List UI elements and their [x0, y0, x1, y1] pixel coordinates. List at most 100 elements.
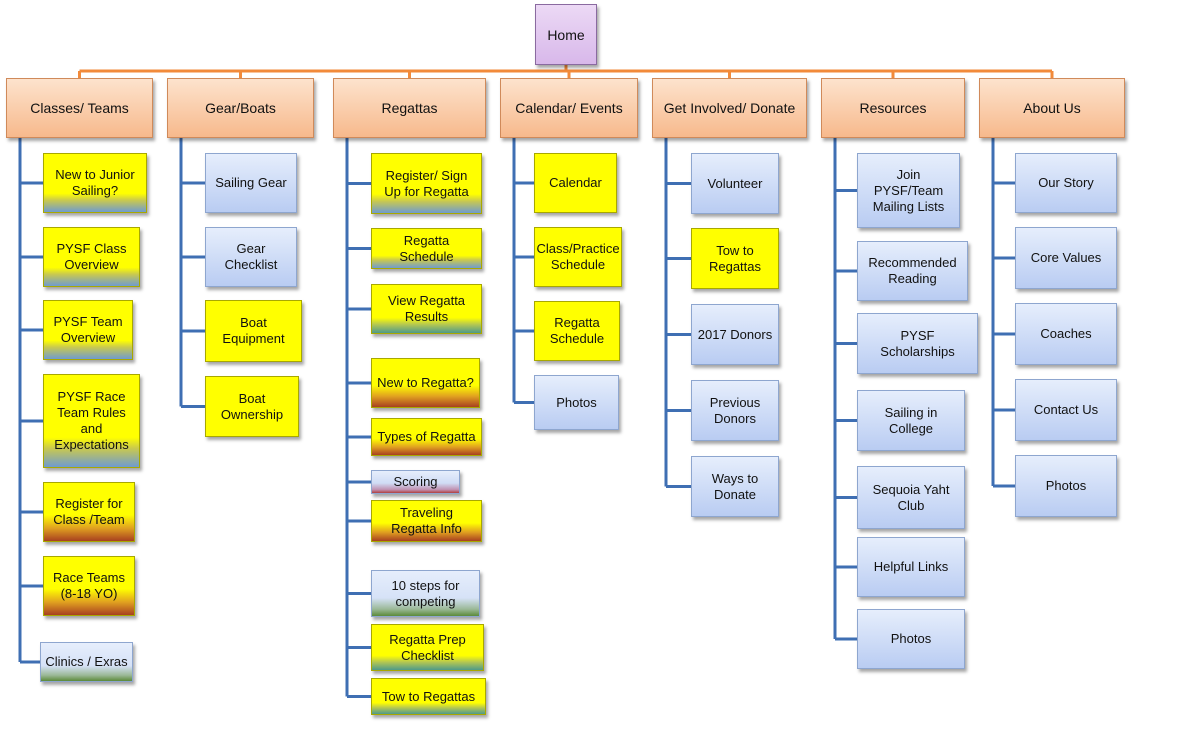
header-gear-boats[interactable]: Gear/Boats [167, 78, 314, 138]
item-label: New to Junior Sailing? [55, 167, 135, 198]
item-race-teams[interactable]: Race Teams (8-18 YO) [43, 556, 135, 616]
header-label: Gear/Boats [205, 100, 276, 116]
item-label: Recommended Reading [868, 255, 957, 286]
header-label: Regattas [381, 100, 438, 116]
item-label: 10 steps for competing [391, 577, 460, 609]
item-label: Coaches [1040, 326, 1092, 341]
item-traveling-regatta-info[interactable]: Traveling Regatta Info [371, 500, 482, 542]
item-new-to-junior-sailing[interactable]: New to Junior Sailing? [43, 153, 147, 213]
item-pysf-race-team-rules[interactable]: PYSF Race Team Rules and Expectations [43, 374, 140, 468]
item-label: Calendar [549, 175, 602, 190]
item-label: Ways to Donate [711, 470, 759, 502]
item-label: Traveling Regatta Info [391, 505, 462, 536]
header-get-involved-donate[interactable]: Get Involved/ Donate [652, 78, 807, 138]
item-our-story[interactable]: Our Story [1015, 153, 1117, 213]
header-regattas[interactable]: Regattas [333, 78, 486, 138]
home-label: Home [547, 26, 585, 43]
item-label: PYSF Team Overview [53, 314, 123, 345]
item-label: Boat Equipment [222, 315, 285, 346]
item-label: Regatta Prep Checklist [389, 631, 466, 663]
item-tow-to-regattas-donate[interactable]: Tow to Regattas [691, 228, 779, 289]
header-label: Resources [859, 100, 927, 116]
item-label: Contact Us [1033, 402, 1099, 417]
item-label: Photos [1045, 478, 1087, 493]
item-pysf-scholarships[interactable]: PYSF Scholarships [857, 313, 978, 374]
item-label: Gear Checklist [224, 241, 278, 272]
item-class-practice-schedule[interactable]: Class/Practice Schedule [534, 227, 622, 287]
item-label: Regatta Schedule [399, 232, 454, 264]
item-2017-donors[interactable]: 2017 Donors [691, 304, 779, 365]
item-label: Photos [556, 394, 597, 410]
item-label: Tow to Regattas [708, 242, 762, 274]
item-types-of-regatta[interactable]: Types of Regatta [371, 418, 482, 456]
header-calendar-events[interactable]: Calendar/ Events [500, 78, 638, 138]
header-label: About Us [1023, 100, 1081, 116]
item-regatta-schedule[interactable]: Regatta Schedule [371, 228, 482, 269]
item-new-to-regatta[interactable]: New to Regatta? [371, 358, 480, 408]
item-10-steps-competing[interactable]: 10 steps for competing [371, 570, 480, 617]
item-core-values[interactable]: Core Values [1015, 227, 1117, 289]
item-label: Sailing Gear [215, 175, 287, 190]
header-label: Classes/ Teams [30, 100, 129, 116]
item-register-sign-up-regatta[interactable]: Register/ Sign Up for Regatta [371, 153, 482, 214]
item-label: Boat Ownership [220, 390, 284, 422]
item-label: Types of Regatta [377, 429, 476, 444]
item-scoring[interactable]: Scoring [371, 470, 460, 494]
item-label: PYSF Scholarships [880, 327, 955, 359]
item-label: Photos [890, 631, 932, 646]
item-previous-donors[interactable]: Previous Donors [691, 380, 779, 441]
item-sailing-in-college[interactable]: Sailing in College [857, 390, 965, 451]
item-helpful-links[interactable]: Helpful Links [857, 537, 965, 597]
item-label: New to Regatta? [377, 375, 474, 390]
item-photos-cal[interactable]: Photos [534, 375, 619, 430]
item-label: Sailing in College [884, 404, 938, 436]
header-label: Calendar/ Events [515, 100, 623, 116]
header-label: Get Involved/ Donate [663, 100, 796, 116]
item-boat-equipment[interactable]: Boat Equipment [205, 300, 302, 362]
item-gear-checklist[interactable]: Gear Checklist [205, 227, 297, 287]
home-node[interactable]: Home [535, 4, 597, 65]
item-label: PYSF Class Overview [56, 241, 127, 272]
item-regatta-schedule-cal[interactable]: Regatta Schedule [534, 301, 620, 361]
item-label: Our Story [1038, 175, 1094, 190]
item-contact-us[interactable]: Contact Us [1015, 379, 1117, 441]
item-label: Helpful Links [873, 559, 949, 574]
item-calendar[interactable]: Calendar [534, 153, 617, 213]
item-photos-resources[interactable]: Photos [857, 609, 965, 669]
item-label: Previous Donors [709, 394, 761, 426]
item-label: Register/ Sign Up for Regatta [384, 167, 469, 199]
item-label: PYSF Race Team Rules and Expectations [54, 389, 129, 452]
item-label: Clinics / Exras [45, 654, 128, 669]
item-label: Join PYSF/Team Mailing Lists [872, 166, 945, 214]
item-label: Core Values [1030, 250, 1102, 265]
item-view-regatta-results[interactable]: View Regatta Results [371, 284, 482, 334]
item-tow-to-regattas[interactable]: Tow to Regattas [371, 678, 486, 715]
header-classes-teams[interactable]: Classes/ Teams [6, 78, 153, 138]
item-photos-about[interactable]: Photos [1015, 455, 1117, 517]
item-label: Regatta Schedule [549, 315, 605, 346]
item-recommended-reading[interactable]: Recommended Reading [857, 241, 968, 301]
item-label: View Regatta Results [387, 293, 466, 324]
item-volunteer[interactable]: Volunteer [691, 153, 779, 214]
item-sailing-gear[interactable]: Sailing Gear [205, 153, 297, 213]
header-about-us[interactable]: About Us [979, 78, 1125, 138]
item-label: 2017 Donors [697, 326, 773, 342]
item-regatta-prep-checklist[interactable]: Regatta Prep Checklist [371, 624, 484, 671]
item-clinics-exras[interactable]: Clinics / Exras [40, 642, 133, 682]
item-label: Sequoia Yaht Club [872, 481, 950, 513]
item-label: Tow to Regattas [381, 688, 476, 704]
item-register-for-class-team[interactable]: Register for Class /Team [43, 482, 135, 542]
item-label: Race Teams (8-18 YO) [52, 570, 125, 601]
item-sequoia-yaht-club[interactable]: Sequoia Yaht Club [857, 466, 965, 529]
item-ways-to-donate[interactable]: Ways to Donate [691, 456, 779, 517]
header-resources[interactable]: Resources [821, 78, 965, 138]
item-label: Scoring [393, 474, 438, 489]
item-coaches[interactable]: Coaches [1015, 303, 1117, 365]
item-label: Volunteer [707, 175, 763, 191]
item-join-mailing-lists[interactable]: Join PYSF/Team Mailing Lists [857, 153, 960, 228]
item-pysf-class-overview[interactable]: PYSF Class Overview [43, 227, 140, 287]
item-label: Class/Practice Schedule [536, 241, 620, 272]
item-boat-ownership[interactable]: Boat Ownership [205, 376, 299, 437]
item-pysf-team-overview[interactable]: PYSF Team Overview [43, 300, 133, 360]
